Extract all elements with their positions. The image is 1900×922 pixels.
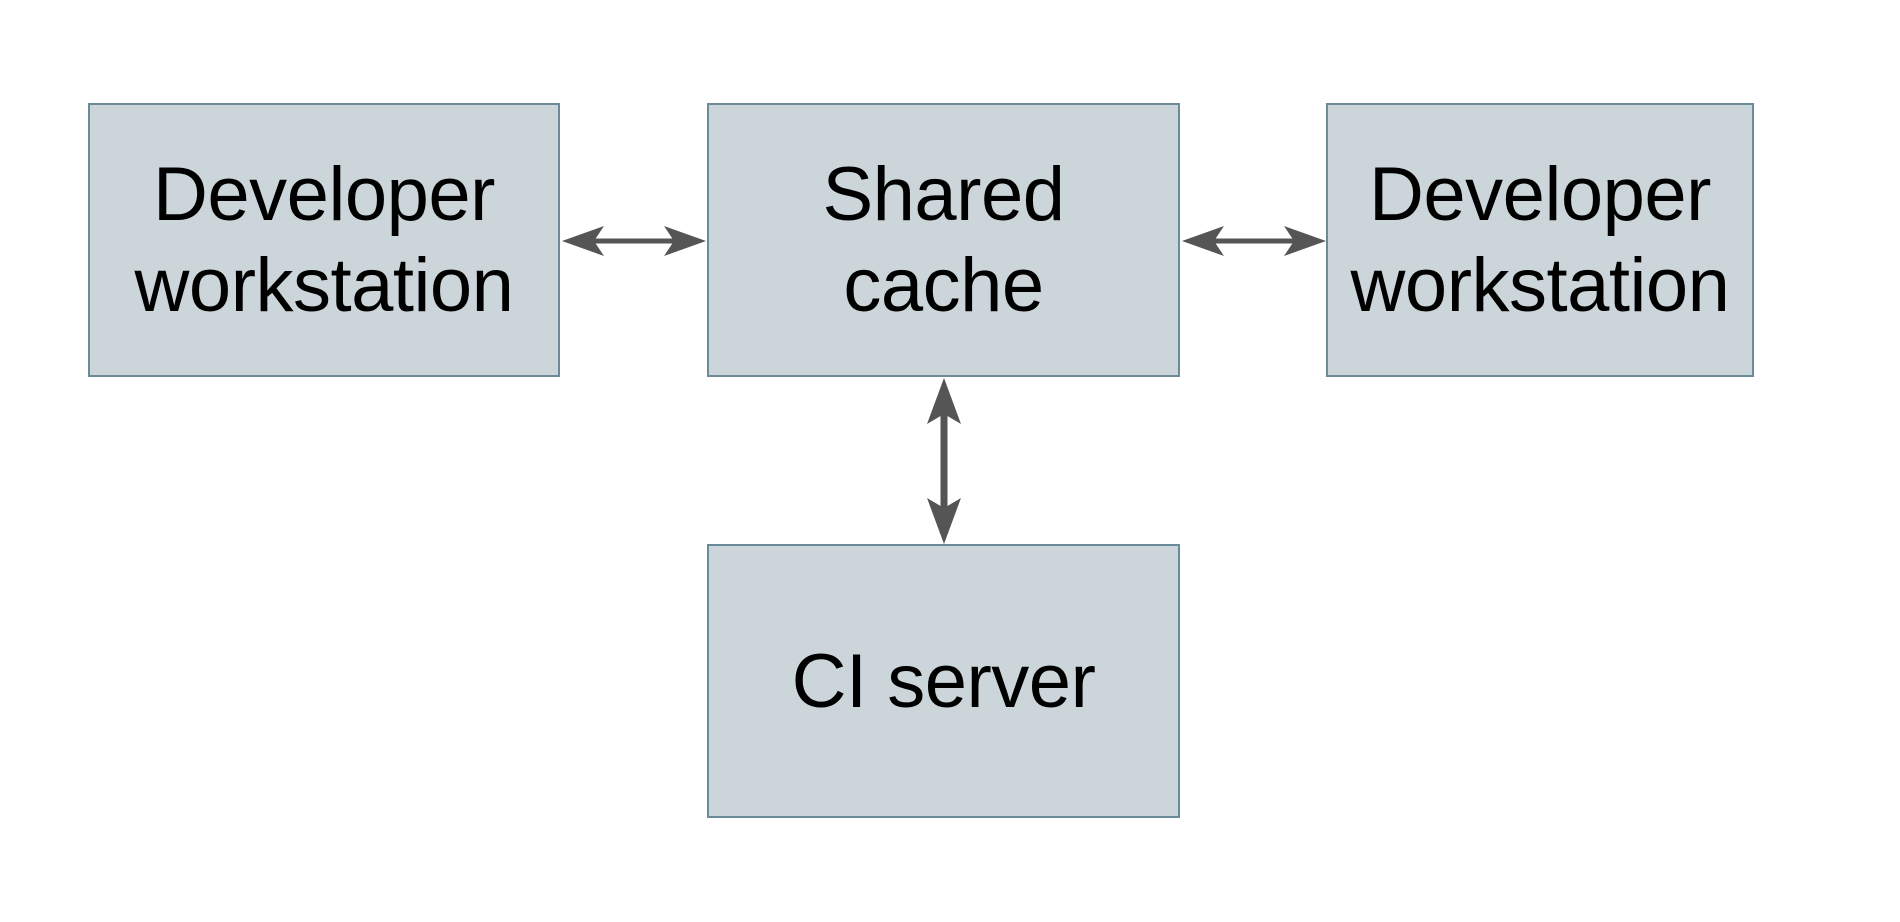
node-label: Developer workstation [134,152,514,328]
edge-shared-cache-to-developer-workstation-right[interactable] [1178,206,1330,276]
edge-shared-cache-to-ci-server[interactable] [909,374,979,548]
edge-developer-workstation-left-to-shared-cache[interactable] [558,206,710,276]
node-label: Developer workstation [1350,152,1730,328]
node-developer-workstation-left[interactable]: Developer workstation [88,103,560,377]
arrowhead-right-icon [664,226,706,256]
arrowhead-left-icon [1182,226,1224,256]
node-label: Shared cache [822,152,1065,328]
arrowhead-down-icon [927,498,961,544]
arrowhead-up-icon [927,378,961,424]
node-label: CI server [791,638,1096,724]
node-ci-server[interactable]: CI server [707,544,1180,818]
node-developer-workstation-right[interactable]: Developer workstation [1326,103,1754,377]
arrowhead-left-icon [562,226,604,256]
arrowhead-right-icon [1284,226,1326,256]
node-shared-cache[interactable]: Shared cache [707,103,1180,377]
